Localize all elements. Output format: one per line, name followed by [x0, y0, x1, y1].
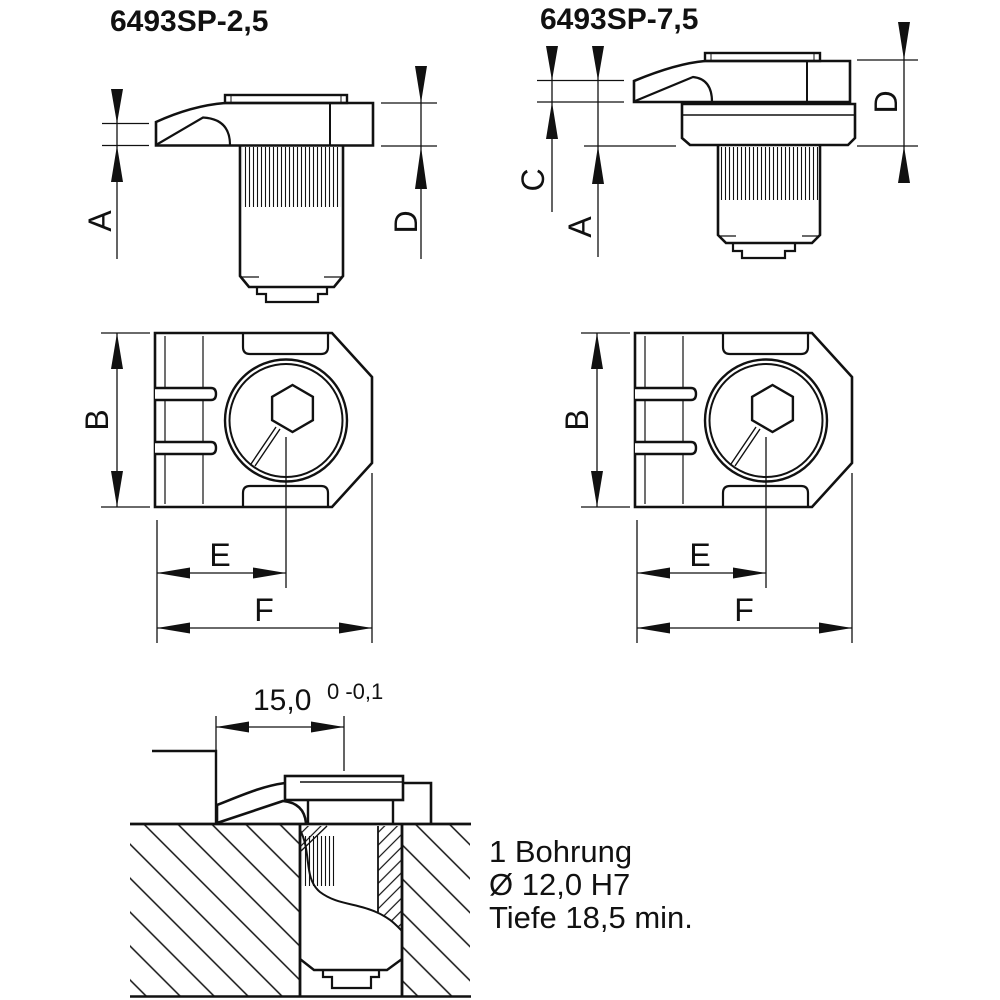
- stud-cut-hatch-right: [378, 826, 401, 930]
- title-variant-right: 6493SP-7,5: [540, 3, 698, 36]
- stud-bottom-section: [299, 958, 403, 972]
- recess-top: [241, 334, 330, 356]
- clamp-neck-lines: [306, 800, 395, 824]
- dimension-arrows: [546, 46, 558, 139]
- body-outline: [153, 331, 374, 509]
- arrows-e: [157, 567, 286, 579]
- fork-edge-lines: [164, 336, 204, 504]
- dimension-e-f-left: E F: [156, 437, 373, 643]
- top-plate-chamfer-lines: [710, 53, 815, 61]
- top-view-left: B E F: [79, 331, 374, 643]
- extension-lines: [636, 437, 853, 643]
- note-line-2: Ø 12,0 H7: [489, 867, 630, 902]
- dim-label-a: A: [82, 210, 118, 232]
- dimension-a-left: A: [82, 89, 149, 259]
- fixture-hatch-right: [403, 825, 470, 996]
- bore-note: 1 Bohrung Ø 12,0 H7 Tiefe 18,5 min.: [489, 834, 693, 935]
- dim-label-d: D: [388, 210, 424, 233]
- dim-tolerance: 0 -0,1: [327, 679, 383, 704]
- knurl-texture: [720, 147, 818, 200]
- side-view-left: A D: [82, 66, 437, 304]
- clamp-head-outline: [632, 59, 852, 104]
- note-line-3: Tiefe 18,5 min.: [489, 900, 693, 935]
- break-line-curve: [299, 829, 403, 932]
- dim-label-a: A: [562, 216, 598, 238]
- fork-edge-lines: [644, 336, 684, 504]
- hex-socket: [750, 383, 795, 434]
- dim-label-b: B: [559, 409, 595, 430]
- dimension-b-right: B: [559, 332, 630, 508]
- section-view: 15,0 0 -0,1: [130, 679, 471, 998]
- clamp-plate-section: [283, 774, 405, 802]
- hook-relief-curve: [633, 75, 714, 103]
- dim-label-f: F: [254, 592, 274, 628]
- stud-end-nub: [255, 287, 329, 304]
- dimension-15: 15,0 0 -0,1: [215, 679, 383, 771]
- dim-value-15: 15,0: [253, 684, 311, 717]
- clamp-heel-block: [403, 781, 433, 824]
- hook-relief-curve: [155, 116, 232, 146]
- dimension-arrows: [591, 333, 603, 507]
- dimension-arrows: [898, 22, 910, 183]
- top-view-right: B E F: [559, 331, 854, 643]
- stud-end-nub-section: [321, 970, 381, 990]
- fork-slot-upper: [635, 386, 698, 402]
- recess-top: [721, 334, 810, 356]
- extension-lines: [581, 332, 630, 508]
- arrows-e: [637, 567, 766, 579]
- side-view-right: C A D: [515, 22, 918, 260]
- extension-lines: [156, 437, 373, 643]
- dimension-c-right: C: [515, 46, 624, 212]
- clamp-head-outline: [154, 101, 375, 147]
- body-outline: [633, 331, 854, 509]
- knurl-texture: [242, 147, 341, 207]
- dim-label-f: F: [734, 592, 754, 628]
- dimension-e-f-right: E F: [636, 437, 853, 643]
- top-plate-chamfer-lines: [230, 95, 342, 103]
- clamp-arm-section: [215, 781, 308, 825]
- dimension-b-left: B: [79, 332, 150, 508]
- dim-label-b: B: [79, 409, 115, 430]
- dimension-arrows: [216, 721, 344, 733]
- title-variant-left: 6493SP-2,5: [110, 5, 268, 38]
- note-line-1: 1 Bohrung: [489, 834, 632, 869]
- dimension-d-left: D: [381, 66, 437, 259]
- fork-slot-lower: [155, 440, 218, 456]
- dimension-arrows: [592, 46, 604, 184]
- extension-lines: [102, 122, 149, 147]
- fixture-hatch-left: [130, 825, 299, 996]
- dimension-arrows: [111, 333, 123, 507]
- extension-lines: [537, 79, 624, 103]
- extension-lines: [215, 716, 345, 771]
- stud-end-nub: [731, 243, 797, 260]
- stud-body-outline: [238, 146, 345, 289]
- spacer-collar-outline: [680, 102, 857, 147]
- extension-lines: [101, 332, 150, 508]
- index-slot: [730, 426, 761, 467]
- dimension-arrows: [415, 66, 427, 189]
- bore-walls: [298, 824, 404, 996]
- dimension-arrows: [111, 89, 123, 182]
- hex-socket: [270, 383, 315, 434]
- fork-slot-lower: [635, 440, 698, 456]
- dim-label-d: D: [868, 90, 904, 113]
- dim-label-e: E: [689, 537, 710, 573]
- extension-lines: [857, 59, 918, 147]
- fork-slot-upper: [155, 386, 218, 402]
- index-slot: [250, 426, 281, 467]
- dimension-a-right: A: [562, 46, 676, 257]
- workpiece-edge: [152, 749, 218, 823]
- stud-body-outline: [716, 145, 822, 245]
- dim-label-e: E: [209, 537, 230, 573]
- extension-lines: [381, 102, 437, 147]
- dimension-d-right: D: [857, 22, 918, 183]
- dim-label-c: C: [515, 168, 551, 191]
